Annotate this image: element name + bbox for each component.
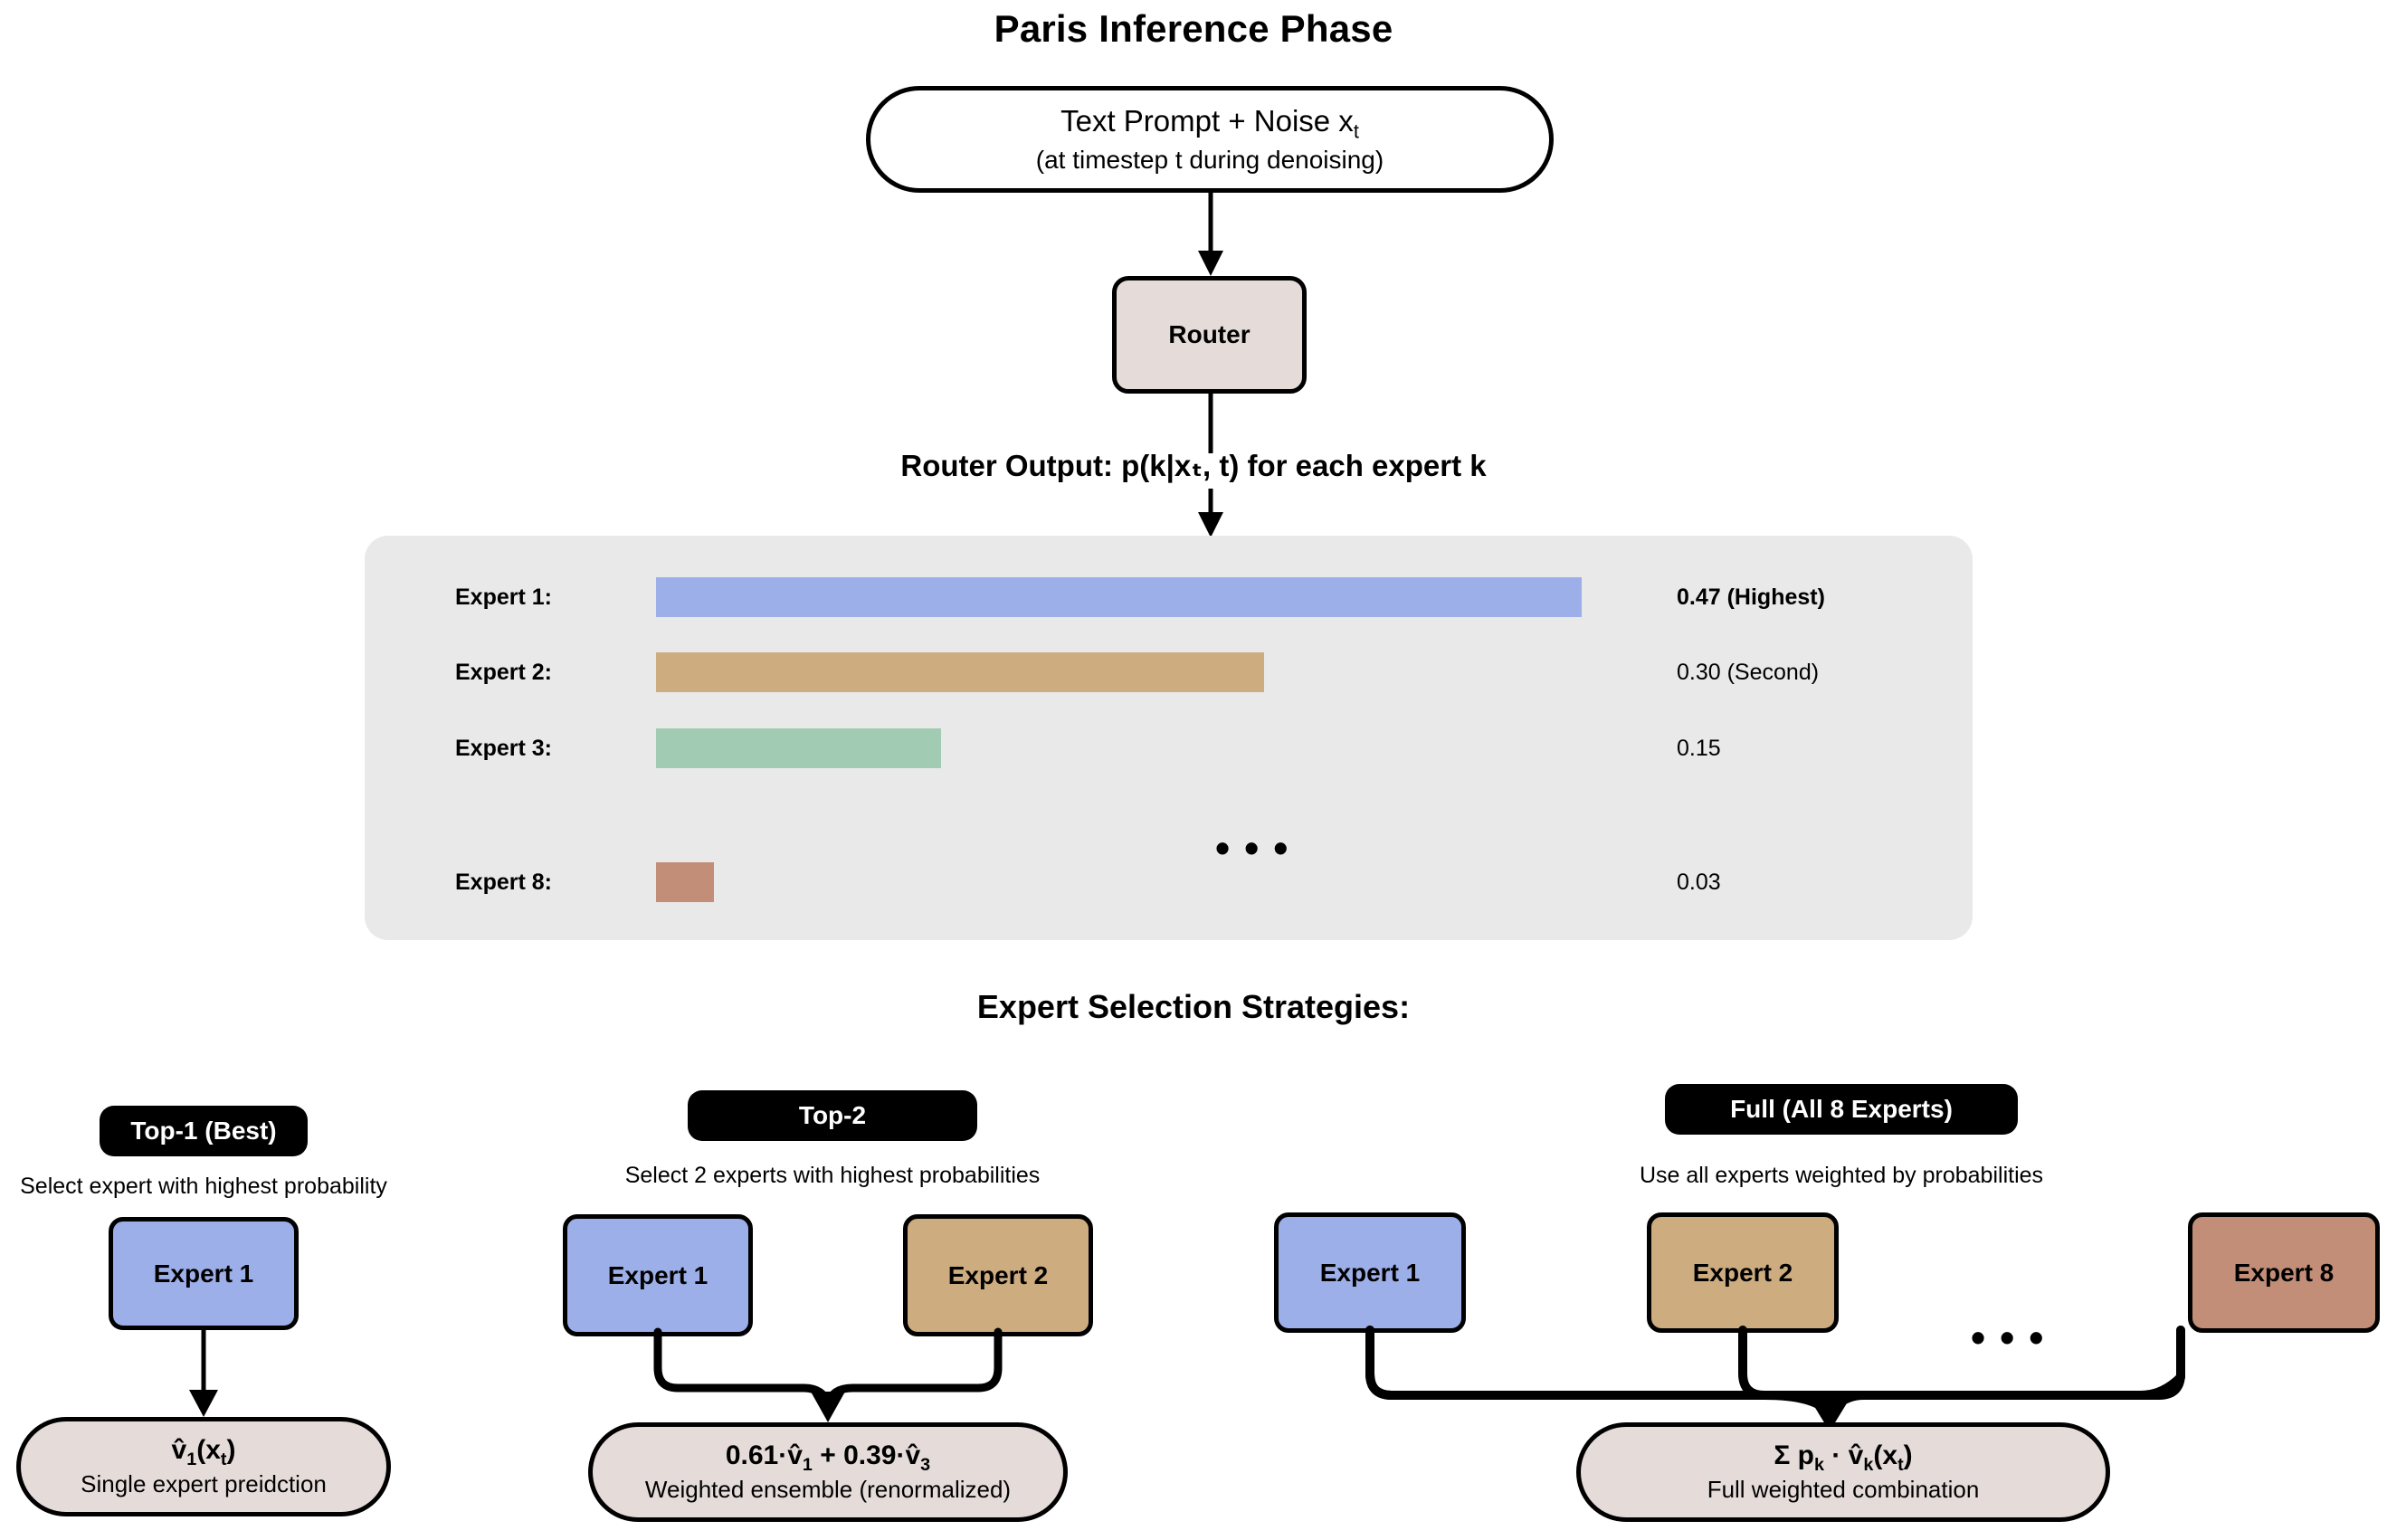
prob-bar-fill-expert-3 (656, 728, 941, 768)
output-capsule-top2: 0.61·v̂1 + 0.39·v̂3 Weighted ensemble (r… (588, 1422, 1068, 1522)
line-router-to-output-label (1208, 394, 1213, 453)
page-title: Paris Inference Phase (994, 7, 1393, 50)
expert-box-label: Expert 2 (1692, 1258, 1793, 1287)
expert-box-label: Expert 2 (947, 1260, 1049, 1289)
subtitle-top2: Select 2 experts with highest probabilit… (624, 1163, 1041, 1188)
prob-bar-track (656, 862, 1651, 902)
prob-row-value: 0.30 (Second) (1677, 660, 1820, 685)
prob-row-label: Expert 2: (455, 660, 552, 685)
prob-row-label: Expert 1: (455, 585, 552, 610)
expert-box-full-expert1: Expert 1 (1274, 1212, 1466, 1333)
prob-rows-ellipsis: ••• (1215, 824, 1303, 871)
prob-bar-fill-expert-8 (656, 862, 714, 902)
expert-box-label: Expert 8 (2233, 1258, 2335, 1287)
connector-top2-merge (653, 1327, 1003, 1422)
prob-bar-fill-expert-2 (656, 652, 1264, 692)
expert-box-label: Expert 1 (607, 1260, 708, 1289)
badge-top1: Top-1 (Best) (100, 1106, 308, 1156)
expert-box-top1-expert1: Expert 1 (109, 1217, 299, 1330)
connector-full-merge (1365, 1326, 2185, 1431)
prob-bar-fill-expert-1 (656, 577, 1582, 617)
prob-row-expert-8: Expert 8: 0.03 (365, 862, 1973, 902)
expert-box-top2-expert2: Expert 2 (903, 1214, 1093, 1336)
prob-bar-track (656, 652, 1651, 692)
arrow-input-to-router (1198, 193, 1223, 276)
output-capsule-full: Σ pk · v̂k(xt) Full weighted combination (1576, 1422, 2110, 1522)
expert-box-top2-expert1: Expert 1 (563, 1214, 753, 1336)
subtitle-full: Use all experts weighted by probabilitie… (1639, 1163, 2044, 1188)
prob-row-expert-3: Expert 3: 0.15 (365, 728, 1973, 768)
router-node: Router (1112, 276, 1307, 394)
output-caption: Weighted ensemble (renormalized) (644, 1476, 1012, 1504)
prob-row-value: 0.47 (Highest) (1677, 585, 1825, 610)
input-subscript: t (1353, 119, 1359, 143)
prob-bar-track (656, 728, 1651, 768)
output-capsule-top1: v̂1(xt) Single expert preidction (16, 1417, 391, 1516)
expert-box-full-expert2: Expert 2 (1647, 1212, 1839, 1333)
prob-row-label: Expert 8: (455, 870, 552, 895)
expert-box-label: Expert 1 (1319, 1258, 1421, 1287)
output-formula: v̂1(xt) (171, 1434, 236, 1469)
output-formula: Σ pk · v̂k(xt) (1774, 1440, 1913, 1475)
arrow-top1-to-output (189, 1330, 218, 1417)
arrow-label-to-panel (1198, 489, 1223, 537)
router-output-label: Router Output: p(k|xₜ, t) for each exper… (900, 449, 1487, 482)
strategies-title: Expert Selection Strategies: (976, 988, 1411, 1025)
input-prompt-node: Text Prompt + Noise xt (at timestep t du… (866, 86, 1554, 193)
prob-row-expert-2: Expert 2: 0.30 (Second) (365, 652, 1973, 692)
output-caption: Full weighted combination (1707, 1476, 1980, 1504)
subtitle-top1: Select expert with highest probability (20, 1174, 387, 1199)
prob-row-value: 0.03 (1677, 870, 1721, 895)
expert-box-full-expert8: Expert 8 (2188, 1212, 2380, 1333)
output-caption: Single expert preidction (81, 1470, 327, 1498)
badge-full: Full (All 8 Experts) (1665, 1084, 2018, 1135)
badge-top2: Top-2 (688, 1090, 977, 1141)
expert-box-label: Expert 1 (153, 1259, 254, 1288)
input-line-1: Text Prompt + Noise xt (1060, 103, 1359, 143)
router-label: Router (1168, 320, 1251, 348)
output-formula: 0.61·v̂1 + 0.39·v̂3 (725, 1440, 931, 1475)
router-probabilities-panel: Expert 1: 0.47 (Highest) Expert 2: 0.30 … (365, 536, 1973, 940)
prob-row-label: Expert 3: (455, 736, 552, 761)
prob-row-value: 0.15 (1677, 736, 1721, 761)
input-line-2: (at timestep t during denoising) (1035, 146, 1384, 175)
prob-row-expert-1: Expert 1: 0.47 (Highest) (365, 577, 1973, 617)
expert-boxes-ellipsis: ••• (1971, 1314, 2059, 1361)
prob-bar-track (656, 577, 1651, 617)
